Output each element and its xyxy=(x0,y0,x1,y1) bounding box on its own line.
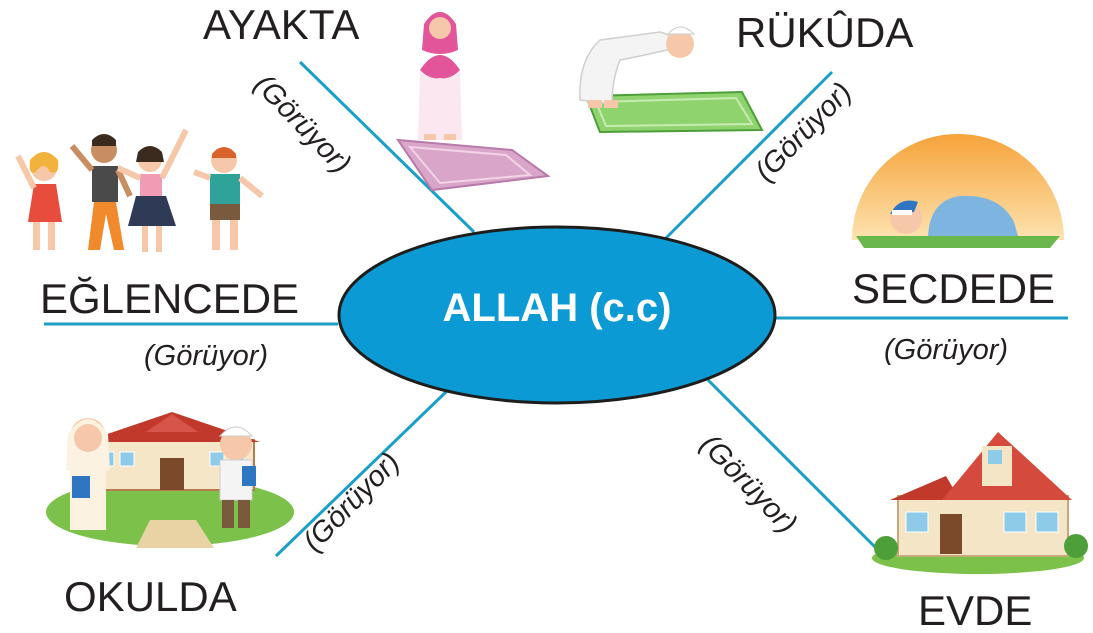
label-secdede: SECDEDE xyxy=(852,265,1056,312)
connector-okulda xyxy=(274,388,450,558)
center-ellipse xyxy=(337,225,777,405)
connector-evde xyxy=(706,378,878,550)
sublabel-eglencede: (Görüyor) xyxy=(144,340,269,372)
students-at-school-illustration xyxy=(46,412,294,548)
label-ayakta: AYAKTA xyxy=(203,1,360,48)
label-eglencede: EĞLENCEDE xyxy=(40,275,300,322)
connector-rukuda xyxy=(662,70,834,242)
house-illustration xyxy=(872,432,1088,574)
girl-standing-on-prayer-rug-illustration xyxy=(395,12,551,192)
label-evde: EVDE xyxy=(918,587,1033,633)
children-dancing-illustration xyxy=(15,128,264,252)
center-label: ALLAH (c.c) xyxy=(442,286,672,330)
sublabel-secdede: (Görüyor) xyxy=(884,334,1009,366)
label-rukuda: RÜKÛDA xyxy=(736,9,914,56)
man-bowing-on-prayer-rug-illustration xyxy=(579,26,764,134)
boy-prostrating-sunset-illustration xyxy=(852,134,1064,248)
connector-ayakta xyxy=(298,60,476,234)
label-okulda: OKULDA xyxy=(64,573,237,620)
